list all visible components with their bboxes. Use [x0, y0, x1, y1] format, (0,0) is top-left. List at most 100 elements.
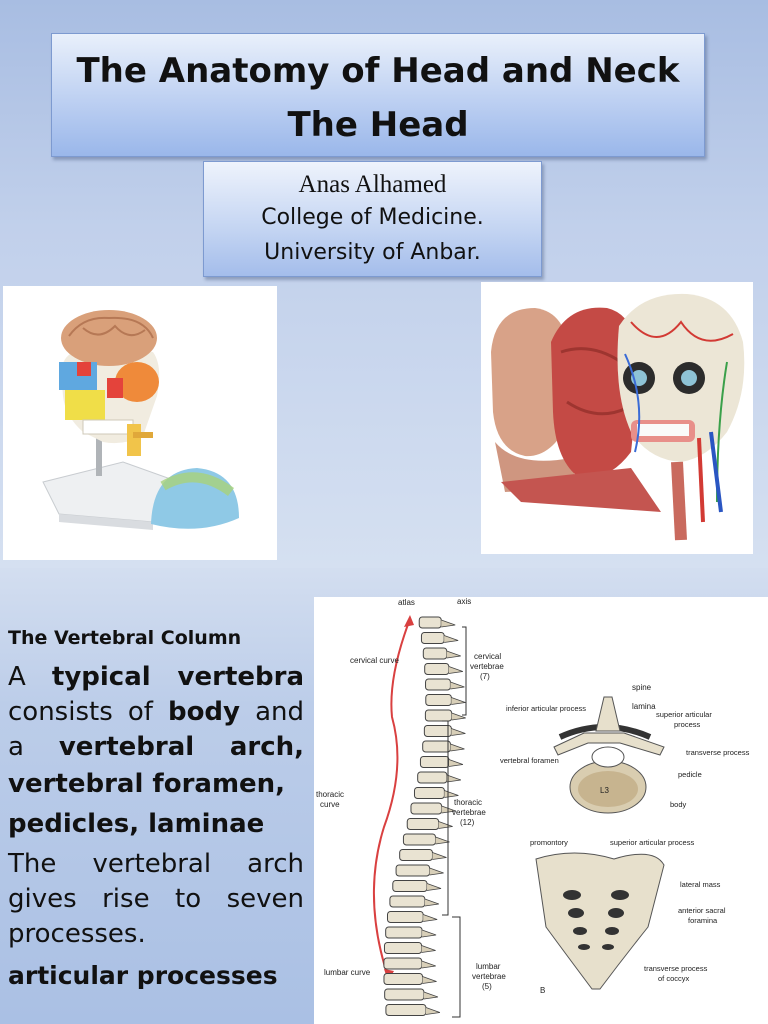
p1-d: body	[167, 697, 240, 727]
spinous-process	[423, 991, 439, 1000]
label-lamina: lamina	[632, 702, 656, 711]
label-transverse-coccyx-1: transverse process	[644, 964, 708, 973]
label-lumbar-2: vertebrae	[472, 972, 506, 981]
p1-c: consists of	[8, 697, 153, 727]
label-vertebral-foramen: vertebral foramen	[500, 756, 559, 765]
p2-line-1: The vertebral arch	[8, 849, 304, 879]
label-anterior-sacral-2: foramina	[688, 916, 718, 925]
vertebra-body	[422, 647, 448, 660]
vertebra-body	[422, 740, 451, 753]
label-l3: L3	[600, 786, 609, 795]
spinous-process	[451, 712, 466, 721]
spinous-process	[448, 759, 464, 767]
p1-e: and	[255, 697, 304, 727]
author-name: Anas Alhamed	[298, 171, 447, 198]
head-layers-image	[481, 282, 753, 554]
label-superior-articular-process: superior articular process	[610, 838, 694, 847]
vertebra-body	[399, 849, 433, 861]
p2-line-3: processes.	[8, 919, 146, 949]
p1-i: pedicles, laminae	[8, 809, 265, 839]
skull-model-image	[3, 286, 277, 560]
spinous-process	[423, 914, 438, 922]
label-atlas: atlas	[398, 598, 415, 607]
label-cervical-count: (7)	[480, 672, 490, 681]
spinous-process	[450, 681, 465, 690]
label-cervical-curve: cervical curve	[350, 656, 399, 665]
vertebra-body	[419, 756, 450, 768]
p1-g: vertebral arch,	[58, 732, 304, 762]
spinous-process	[448, 666, 463, 674]
label-axis: axis	[457, 597, 471, 606]
label-promontory: promontory	[530, 838, 568, 847]
spinous-process	[421, 960, 436, 969]
spinous-process	[424, 898, 439, 907]
label-transverse-coccyx-2: of coccyx	[658, 974, 690, 983]
vertebral-column-diagram: atlas axis cervical curve cervical verte…	[314, 597, 768, 1024]
title-box: The Anatomy of Head and Neck The Head	[51, 33, 705, 157]
arrow-head-icon	[404, 615, 414, 627]
skull-model-illustration	[42, 310, 239, 530]
vertebra-body	[418, 616, 442, 629]
label-pedicle: pedicle	[678, 770, 702, 779]
vertebra-body	[384, 988, 425, 1001]
spinous-process	[425, 1007, 441, 1015]
vertebra-body	[392, 880, 428, 892]
vertebra-body	[385, 1004, 427, 1016]
p1-f: a	[8, 732, 24, 762]
section-heading: The Vertebral Column	[8, 627, 242, 649]
label-lumbar-count: (5)	[482, 982, 492, 991]
spinous-process	[451, 697, 466, 705]
title-line-1: The Anatomy of Head and Neck	[76, 51, 680, 91]
spinous-process	[444, 790, 459, 798]
spinous-process	[426, 883, 442, 891]
vertebra-body	[406, 818, 440, 830]
spine-vertebrae-stack	[383, 616, 466, 1016]
label-transverse-process: transverse process	[686, 748, 750, 757]
spinous-process	[446, 650, 461, 659]
vertebra-body	[413, 787, 445, 799]
vertebral-column-text: The Vertebral Column A typical vertebra …	[8, 620, 304, 996]
label-thoracic-1: thoracic	[454, 798, 482, 807]
author-box: Anas Alhamed College of Medicine. Univer…	[203, 161, 542, 277]
vertebra-body	[425, 694, 452, 706]
label-body: body	[670, 800, 687, 809]
vertebra-body	[383, 957, 423, 970]
label-thoracic-2: vertebrae	[452, 808, 486, 817]
spinous-process	[438, 821, 453, 829]
spinous-process	[432, 852, 447, 860]
label-thoracic-curve-2: curve	[320, 800, 340, 809]
label-figure-b: B	[540, 986, 545, 995]
vertebra-body	[423, 725, 452, 737]
vertebra-body	[389, 895, 426, 908]
label-inferior-articular: inferior articular process	[506, 704, 586, 713]
vertebra-body	[424, 663, 450, 675]
label-superior-articular-1: superior articular	[656, 710, 712, 719]
spinous-process	[451, 728, 466, 736]
label-superior-articular-2: process	[674, 720, 701, 729]
spinous-process	[446, 774, 462, 783]
spine-diagram-svg: atlas axis cervical curve cervical verte…	[316, 597, 750, 1018]
sacrum-figure	[535, 852, 665, 990]
p3: articular processes	[8, 961, 278, 990]
lumbar-vertebra-figure: L3	[553, 696, 665, 814]
vertebra-body	[385, 926, 423, 939]
author-college: College of Medicine.	[261, 205, 484, 230]
p1-b: typical vertebra	[51, 662, 304, 692]
label-anterior-sacral-1: anterior sacral	[678, 906, 726, 915]
vertebra-body	[386, 911, 424, 923]
spinous-process	[422, 976, 437, 984]
p2-line-2: gives rise to seven	[8, 884, 304, 914]
spinous-process	[441, 619, 456, 628]
spinous-process	[450, 743, 465, 752]
spinous-process	[421, 929, 437, 938]
spinous-process	[441, 805, 456, 814]
p1-h: vertebral foramen,	[8, 769, 286, 799]
author-university: University of Anbar.	[264, 240, 481, 265]
label-lateral-mass: lateral mass	[680, 880, 721, 889]
spinous-process	[435, 836, 450, 845]
label-lumbar-curve: lumbar curve	[324, 968, 371, 977]
vertebra-body	[417, 771, 448, 784]
vertebra-body	[383, 942, 423, 954]
label-thoracic-count: (12)	[460, 818, 475, 827]
label-thoracic-curve-1: thoracic	[316, 790, 344, 799]
